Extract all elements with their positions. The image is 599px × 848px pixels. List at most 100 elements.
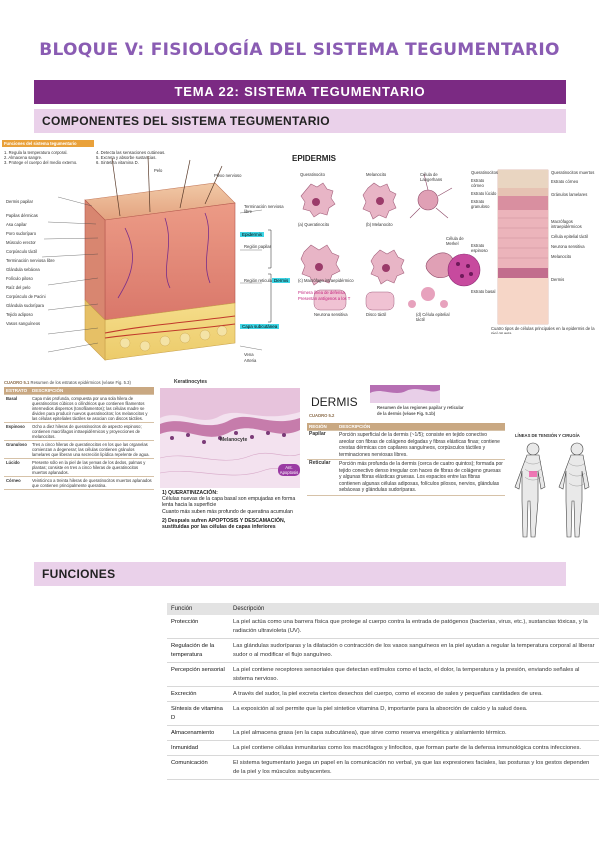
table-52-header: DESCRIPCIÓN <box>337 423 505 431</box>
skin-label: Terminación nerviosa libre <box>244 204 284 214</box>
table-52-heading: de la dermis (véase Fig. 5.1b) <box>377 411 436 416</box>
table-row: Regulación de la temperatura Las glándul… <box>167 638 599 663</box>
skin-structure-figure: Funciones del sistema tegumentario 1. Re… <box>0 138 300 370</box>
cell-sublabel: (d) Célula epitelial táctil <box>416 312 450 322</box>
skin-label: Papilas dérmicas <box>6 213 38 218</box>
apoptosis-badge: Ant. Apoptosis <box>278 464 300 476</box>
histology-image <box>160 388 300 488</box>
table-row: Síntesis de vitamina D La exposición al … <box>167 701 599 726</box>
subcutaneous-tag: Capa subcutánea <box>240 324 280 329</box>
stratum-label: Estrato basal <box>471 289 496 294</box>
skin-block-illustration <box>41 155 272 361</box>
table-row: Inmunidad La piel contiene células inmun… <box>167 740 599 756</box>
table-row: Percepción sensorial La piel contiene re… <box>167 662 599 687</box>
topic-bar: TEMA 22: SISTEMA TEGUMENTARIO <box>34 80 566 104</box>
skin-label: Músculo erector <box>6 240 36 245</box>
skin-label: Vena <box>244 352 254 357</box>
stratum-label: Dermis <box>551 277 565 282</box>
cell-sublabel: (a) Queratinocito <box>298 222 330 227</box>
section-componentes: COMPONENTES DEL SISTEMA TEGUMENTARIO <box>34 109 566 133</box>
dermis-tag: Dermis <box>272 278 291 283</box>
cell-label: Neurona sensitiva <box>314 312 348 317</box>
histology-note: 1) QUERATINIZACIÓN: <box>162 490 218 496</box>
skin-label: Tejido adiposo <box>6 312 33 317</box>
skin-label: Folículo piloso <box>6 276 33 281</box>
stratum-label: Queratinocitos <box>471 170 498 175</box>
skin-box-title: Funciones del sistema tegumentario <box>4 141 77 146</box>
epidermis-figure: EPIDERMIS Queratinocito <box>286 152 599 334</box>
table-row: Protección La piel actúa como una barrer… <box>167 615 599 639</box>
table-row: Basal Capa más profunda, compuesta por u… <box>4 394 154 423</box>
functions-table: Función Descripción Protección La piel a… <box>167 603 599 780</box>
cell-label: Melanocito <box>366 172 387 177</box>
table-row: Almacenamiento La piel almacena grasa (e… <box>167 725 599 741</box>
epidermis-title: EPIDERMIS <box>292 154 337 163</box>
stratum-label: Estrato córneo <box>471 178 485 188</box>
histology-note: 2) Después sufren APOPTOSIS Y DESCAMACIÓ… <box>162 517 286 531</box>
table-row: Papilar Porción superficial de la dermis… <box>307 430 505 460</box>
page-title: BLOQUE V: FISIOLOGÍA DEL SISTEMA TEGUMEN… <box>39 40 560 60</box>
skin-label: Plexo nervioso <box>214 173 242 178</box>
skin-label: Raíz del pelo <box>6 285 31 290</box>
skin-function-text: 6. Sintetiza vitamina D. <box>96 160 139 165</box>
skin-label: Dermis papilar <box>6 199 33 204</box>
stratum-label: Célula epitelial táctil <box>551 234 589 239</box>
epidermis-tag: Epidermis <box>240 232 265 237</box>
stratum-label: Macrófagos intraepidérmicos <box>551 219 582 229</box>
stratum-label: Estrato córneo <box>551 179 579 184</box>
stratum-label: Estrato espinoso <box>471 243 488 253</box>
skin-label: Glándula sudorípara <box>6 303 44 308</box>
skin-label: Región reticular <box>244 278 274 283</box>
skin-label: Asa capilar <box>6 222 27 227</box>
table-51-caption: CUADRO 5.1 <box>4 380 30 385</box>
skin-label: Glándula sebácea <box>6 267 40 272</box>
keratinocytes-label: Keratinocytes <box>174 379 208 385</box>
dermis-title: DERMIS <box>311 395 358 409</box>
table-51: CUADRO 5.1 Resumen de los estratos epidé… <box>4 380 154 535</box>
section-funciones: FUNCIONES <box>34 562 566 586</box>
table-row: Comunicación El sistema tegumentario jue… <box>167 755 599 780</box>
cell-label: Disco táctil <box>366 312 387 317</box>
table-row: Reticular Porción más profunda de la der… <box>307 459 505 496</box>
skin-label: Pelo <box>154 168 163 173</box>
table-52-caption: CUADRO 5.2 <box>309 413 335 418</box>
epidermal-cells-illustration <box>300 169 549 325</box>
skin-function-text: 2. Almacena sangre. <box>4 155 43 160</box>
table-row: Espinoso Ocho a diez hileras de queratin… <box>4 422 154 441</box>
functions-header: Función <box>167 603 229 615</box>
skin-label: Región papilar <box>244 244 272 249</box>
tension-lines-title: LÍNEAS DE TENSIÓN Y CIRUGÍA <box>515 433 580 438</box>
histology-note: Células nuevas de la capa basal son empu… <box>162 496 296 509</box>
langerhans-note: Primera línea de defensa <box>298 290 345 295</box>
langerhans-note: Presentan antígenos a los T <box>298 296 351 301</box>
skin-function-text: 5. Excreta y absorbe sustancias. <box>96 155 157 160</box>
stratum-label: Neurona sensitiva <box>551 244 585 249</box>
skin-label: Terminación nerviosa libre <box>6 258 55 263</box>
table-52-heading: Resumen de las regiones papilar y reticu… <box>377 405 464 410</box>
stratum-label: Estrato granuloso <box>471 199 490 209</box>
stratum-label: Queratinocitos muertos <box>551 170 595 175</box>
epidermis-caption: Cuatro tipos de células principales en l… <box>491 326 595 334</box>
skin-function-text: 4. Detecta las sensaciones cutáneas. <box>96 150 166 155</box>
skin-label: Corpúsculo táctil <box>6 249 37 254</box>
table-row: Lúcido Presente sólo en la piel de las y… <box>4 458 154 477</box>
skin-label: Poro sudoríparo <box>6 231 37 236</box>
table-row: Excreción A través del sudor, la piel ex… <box>167 686 599 702</box>
table-row: Granuloso Tres a cinco hileras de querat… <box>4 440 154 459</box>
cell-sublabel: (b) Melanocito <box>366 222 393 227</box>
functions-header: Descripción <box>229 603 599 615</box>
cell-label: Queratinocito <box>300 172 325 177</box>
histology-panel: Keratinocytes Melanocyte Ant. Apoptosis … <box>160 378 300 548</box>
stratum-label: Gránulos lamelares <box>551 192 588 197</box>
stratum-label: Estrato lúcido <box>471 191 497 196</box>
dermis-thumbnail <box>370 385 440 403</box>
skin-function-text: 3. Protege el cuerpo del medio externo. <box>4 160 78 165</box>
cell-label: Célula de Merkel <box>446 236 464 246</box>
skin-function-text: 1. Regula la temperatura corporal. <box>4 150 68 155</box>
skin-label: Vasos sanguíneos <box>6 321 41 326</box>
table-51-header: DESCRIPCIÓN <box>30 387 154 395</box>
cell-sublabel: (c) Macrófago intraepidérmico <box>298 278 354 283</box>
cell-label: Célula de Langerhans <box>420 172 443 182</box>
stratum-label: Melanocito <box>551 254 572 259</box>
table-row: Córneo Veinticinco a treinta hileras de … <box>4 476 154 490</box>
